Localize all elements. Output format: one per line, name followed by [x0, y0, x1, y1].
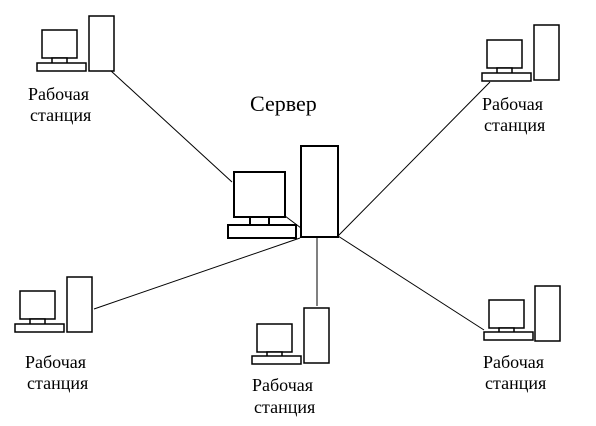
link-top-right: [337, 81, 491, 237]
workstation-top-right: Рабочая станция: [481, 24, 560, 135]
link-bottom-left: [93, 237, 301, 310]
server-computer-icon: [227, 145, 339, 239]
workstation-top-left: Рабочая станция: [28, 15, 115, 125]
link-bottom-right: [337, 235, 485, 331]
server-label: Сервер: [250, 91, 317, 116]
workstation-label-line2: станция: [254, 397, 315, 417]
workstation-computer-icon: [14, 276, 93, 333]
workstation-label-line1: Рабочая: [252, 375, 313, 395]
workstation-label-line2: станция: [27, 373, 88, 393]
workstation-computer-icon: [481, 24, 560, 82]
workstation-label-line1: Рабочая: [482, 94, 543, 114]
workstation-label-line2: станция: [485, 373, 546, 393]
workstation-bottom-left: Рабочая станция: [14, 276, 93, 393]
workstation-label-line2: станция: [30, 105, 91, 125]
connection-lines: [93, 69, 491, 331]
workstation-bottom-right: Рабочая станция: [483, 285, 561, 393]
link-top-left: [109, 69, 233, 183]
workstation-label-line1: Рабочая: [28, 84, 89, 104]
workstation-label-line1: Рабочая: [25, 352, 86, 372]
server-node: Сервер: [227, 91, 339, 239]
workstation-computer-icon: [251, 307, 330, 365]
workstation-computer-icon: [483, 285, 561, 342]
workstation-label-line2: станция: [484, 115, 545, 135]
workstation-label-line1: Рабочая: [483, 352, 544, 372]
workstation-bottom-center: Рабочая станция: [251, 307, 330, 417]
workstation-computer-icon: [36, 15, 115, 72]
